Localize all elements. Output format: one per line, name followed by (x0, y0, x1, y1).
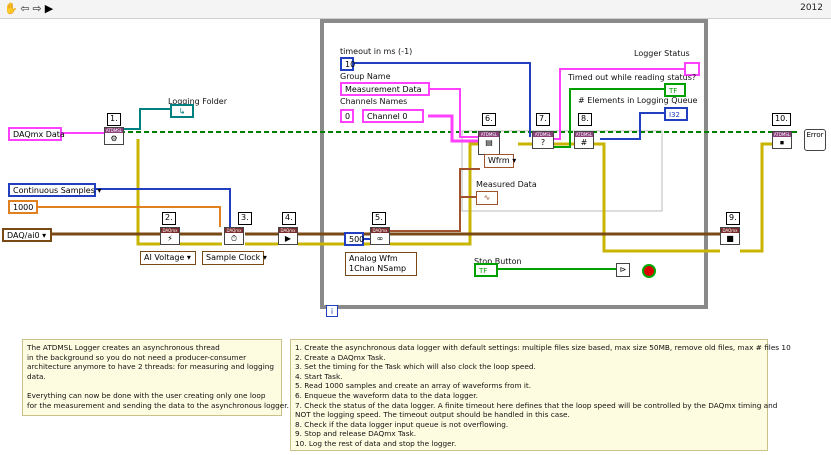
step-9-label: 9. (726, 212, 740, 225)
status-node[interactable]: ATDMSL? (532, 131, 554, 149)
sample-clock-selector[interactable]: Sample Clock ▾ (202, 251, 267, 265)
timeout-label: timeout in ms (-1) (340, 47, 413, 56)
elements-in-queue-label: # Elements in Logging Queue (578, 96, 698, 105)
stop-button-label: Stop Button (474, 257, 522, 266)
timing-node[interactable]: DAQmx⏱ (224, 227, 244, 245)
wfrm-selector[interactable]: Wfrm ▾ (484, 154, 516, 168)
step-2-label: 2. (162, 212, 176, 225)
timeout-control[interactable]: 10 (340, 57, 355, 71)
or-gate-icon: ⊳ (616, 263, 630, 277)
loop-iteration-terminal: i (326, 305, 338, 317)
step-1-label: 1. (107, 113, 121, 126)
waveform-graph-icon[interactable]: ∿ (476, 191, 498, 205)
step-3-label: 3. (238, 212, 252, 225)
forward-arrow-icon[interactable]: ⇨ (32, 2, 42, 15)
hand-icon[interactable]: ✋ (4, 2, 18, 15)
create-logger-node[interactable]: ATDMSL⚙ (104, 127, 124, 145)
back-arrow-icon[interactable]: ⇦ (20, 2, 30, 15)
logging-folder-control[interactable]: ↳ (170, 104, 194, 118)
step-4-label: 4. (282, 212, 296, 225)
timed-out-label: Timed out while reading status? (568, 73, 697, 82)
channels-names-label: Channels Names (340, 97, 408, 106)
while-loop-frame (320, 19, 708, 309)
toolbar: ✋ ⇦ ⇨ ▶ 2012 (0, 0, 831, 19)
logging-folder-label: Logging Folder (168, 97, 228, 106)
stop-condition-icon (642, 264, 656, 278)
daq-channel-control[interactable]: DAQ/ai0 ▾ (2, 228, 52, 242)
wires (34, 19, 800, 309)
daqmx-data-control[interactable]: DAQmx Data (8, 127, 65, 141)
channel-index-control[interactable]: 0 (340, 109, 354, 123)
stop-button-control[interactable]: TF (474, 263, 498, 277)
version-label: 2012 (800, 3, 823, 13)
ai-voltage-selector[interactable]: AI Voltage ▾ (140, 251, 196, 265)
channel-name-control[interactable]: Channel 0 (362, 109, 424, 123)
logger-status-indicator (684, 62, 700, 76)
elements-indicator: I32 (664, 107, 688, 121)
continuous-samples-control[interactable]: Continuous Samples ▾ (8, 183, 101, 197)
steps-note: 1. Create the asynchronous data logger w… (290, 339, 791, 451)
run-arrow-icon[interactable]: ▶ (44, 2, 54, 15)
step-10-label: 10. (772, 113, 791, 126)
group-name-label: Group Name (340, 72, 391, 81)
queue-count-node[interactable]: ATDMSL# (574, 131, 594, 149)
start-task-node[interactable]: DAQmx▶ (278, 227, 298, 245)
samples-per-channel-control[interactable]: 1000 (8, 200, 38, 214)
error-handler-node[interactable]: Error (804, 129, 826, 151)
step-6-label: 6. (482, 113, 496, 126)
step-8-label: 8. (578, 113, 592, 126)
logger-status-label: Logger Status (634, 49, 690, 58)
samples-500-constant[interactable]: 500 (344, 232, 364, 246)
read-node[interactable]: DAQmx∞ (370, 227, 390, 245)
group-name-control[interactable]: Measurement Data (340, 82, 430, 96)
description-note: The ATDMSL Logger creates an asynchronou… (22, 339, 289, 416)
measured-data-label: Measured Data (476, 180, 537, 189)
clear-task-node[interactable]: DAQmx■ (720, 227, 740, 245)
step-5-label: 5. (372, 212, 386, 225)
block-diagram: i DAQmx Data Continuous Samples ▾ 1000 D… (0, 19, 831, 455)
create-task-node[interactable]: DAQmx⚡ (160, 227, 180, 245)
stop-logger-node[interactable]: ATDMSL⏹ (772, 131, 792, 149)
timed-out-indicator: TF (664, 83, 686, 97)
enqueue-node[interactable]: ATDMSL▤ (478, 131, 500, 155)
error-wire-1 (136, 139, 160, 246)
step-7-label: 7. (536, 113, 550, 126)
